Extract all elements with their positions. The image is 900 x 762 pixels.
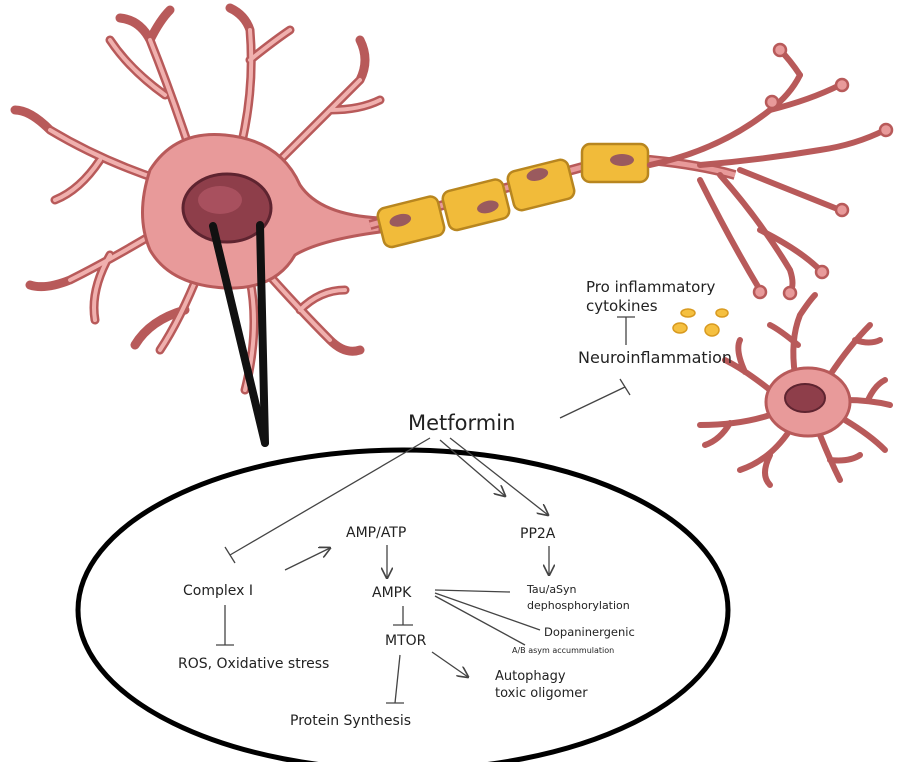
label-ros: ROS, Oxidative stress	[178, 656, 329, 672]
myelin-sheath-4	[582, 144, 648, 182]
label-ab-asyn: A/B asym accummulation	[512, 646, 614, 655]
label-amp-atp: AMP/ATP	[346, 525, 406, 541]
axon-terminal	[650, 50, 885, 292]
cytokine-particles	[673, 309, 728, 336]
label-ampk: AMPK	[372, 585, 412, 601]
label-protein-synthesis: Protein Synthesis	[290, 713, 411, 729]
label-neuroinflammation: Neuroinflammation	[578, 348, 732, 367]
label-cytokines: cytokines	[586, 297, 658, 315]
label-tau-asyn: Tau/aSyn	[526, 583, 577, 596]
myelin-sheath-3	[506, 158, 576, 212]
label-toxic-oligomer: toxic oligomer	[495, 686, 588, 701]
microglia-nucleus	[785, 384, 825, 412]
label-mtor: MTOR	[385, 633, 427, 649]
label-complex-i: Complex I	[183, 583, 253, 599]
myelin-sheath-1	[376, 195, 446, 249]
label-dephosphorylation: dephosphorylation	[527, 599, 630, 612]
microglia-cell	[700, 295, 890, 485]
main-neuron	[15, 8, 380, 390]
label-autophagy: Autophagy	[495, 669, 566, 684]
nucleus-highlight	[198, 186, 242, 214]
myelin-sheath-2	[441, 178, 511, 232]
label-dopaminergic: Dopaninergenic	[544, 625, 635, 639]
label-pro-inflammatory: Pro inflammatory	[586, 278, 716, 296]
label-pp2a: PP2A	[520, 526, 556, 542]
synaptic-boutons	[754, 44, 892, 299]
label-metformin: Metformin	[408, 411, 515, 435]
